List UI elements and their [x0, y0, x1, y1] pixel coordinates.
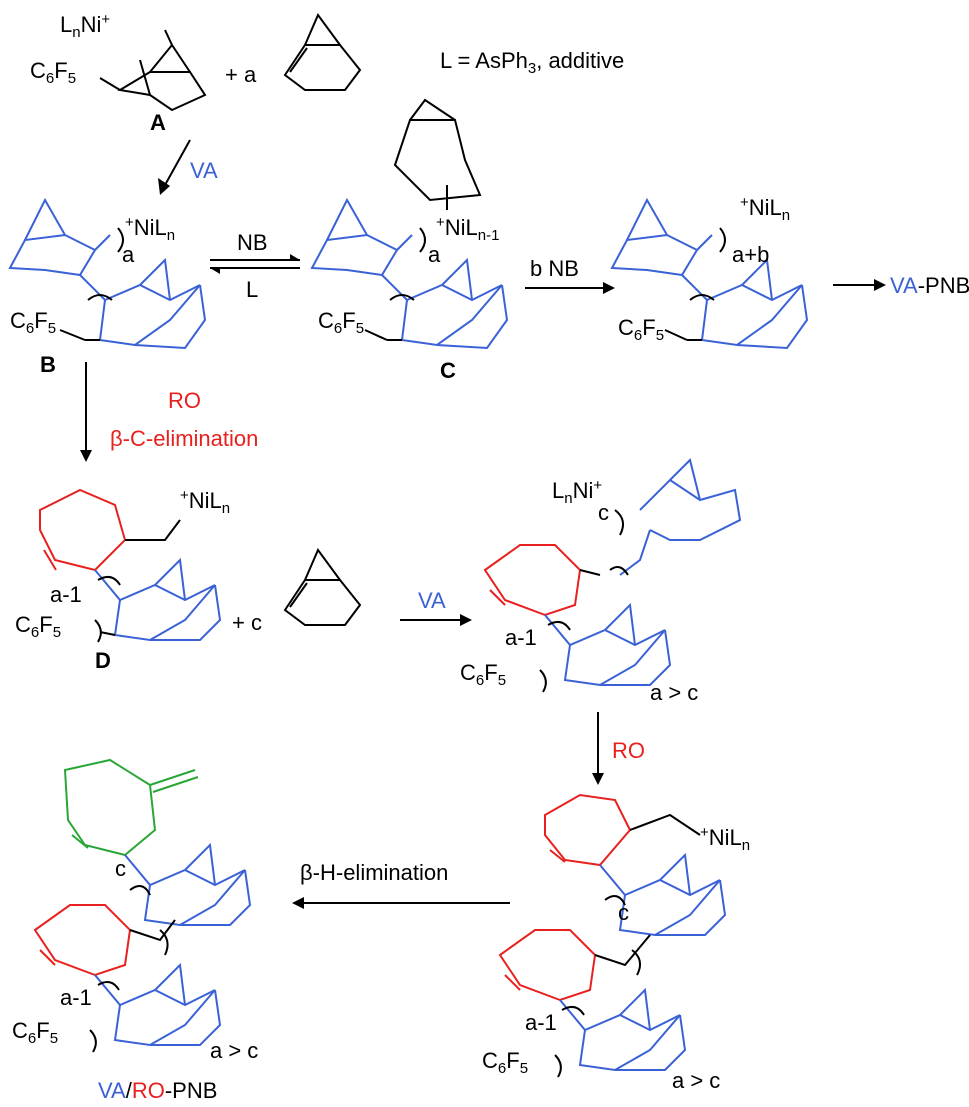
- label-B: B: [40, 352, 56, 377]
- norbornene-2: [283, 548, 362, 626]
- F-a-minus-1: a-1: [525, 1010, 557, 1035]
- final-c6f5-label: C6F5: [12, 1018, 58, 1047]
- B-c6f5-label: C6F5: [10, 308, 56, 337]
- B-a: a: [122, 242, 135, 267]
- E-a-gt-c: a > c: [650, 680, 698, 705]
- compound-B: +NiLn a C6F5 B: [8, 197, 207, 377]
- product-va-pnb: VA-PNB: [890, 273, 969, 298]
- arrow-beta-c-label: β-C-elimination: [110, 426, 258, 451]
- arrow-ro-label-1: RO: [168, 388, 201, 413]
- arrow-va-label-2: VA: [418, 588, 446, 613]
- arrow-beta-h-label: β-H-elimination: [300, 860, 448, 885]
- label-C: C: [440, 358, 456, 383]
- A-c6f5-label: C6F5: [30, 58, 76, 87]
- compound-final: c a-1 C6F5 a > c: [12, 758, 258, 1063]
- E-ni-label: LnNi+: [552, 477, 602, 507]
- final-product-label: VA/RO-PNB: [98, 1078, 217, 1103]
- plus-a: + a: [225, 62, 257, 87]
- B-ni-label: +NiLn: [125, 214, 175, 244]
- D-c6f5-label: C6F5: [15, 612, 61, 641]
- D-a-minus-1: a-1: [50, 582, 82, 607]
- arrow-nb-label: NB: [237, 230, 268, 255]
- E-c6f5-label: C6F5: [460, 660, 506, 689]
- arrow-bnb-label: b NB: [530, 256, 579, 281]
- label-D: D: [95, 648, 111, 673]
- F-a-gt-c: a > c: [672, 1068, 720, 1093]
- compound-D: +NiLn a-1 C6F5 D: [15, 487, 230, 673]
- prop-c6f5-label: C6F5: [618, 315, 664, 344]
- norbornene-1: [283, 13, 362, 91]
- prop-ni-label: +NiLn: [740, 194, 790, 224]
- C-ni-label: +NiLn-1: [436, 214, 499, 244]
- final-a-gt-c: a > c: [210, 1038, 258, 1063]
- compound-E: LnNi+ c a-1 C6F5 a > c: [460, 458, 742, 705]
- C-a: a: [428, 242, 441, 267]
- label-A: A: [150, 110, 166, 135]
- arrow-ro-label-2: RO: [612, 738, 645, 763]
- E-c: c: [598, 500, 609, 525]
- A-ni-label: LnNi+: [60, 11, 110, 41]
- prop-a-plus-b: a+b: [732, 242, 769, 267]
- compound-propagated: +NiLn a+b C6F5: [610, 194, 809, 350]
- final-a-minus-1: a-1: [60, 985, 92, 1010]
- compound-C: +NiLn-1 a C6F5 C: [310, 98, 509, 383]
- compound-F: +NiLn c a-1 C6F5 a > c: [482, 793, 750, 1093]
- F-c: c: [618, 900, 629, 925]
- arrow-l-label: L: [246, 277, 258, 302]
- ligand-definition: L = AsPh3, additive: [440, 48, 624, 77]
- F-c6f5-label: C6F5: [482, 1048, 528, 1077]
- E-a-minus-1: a-1: [505, 625, 537, 650]
- D-ni-label: +NiLn: [180, 487, 230, 517]
- C-c6f5-label: C6F5: [318, 308, 364, 337]
- F-ni-label: +NiLn: [700, 824, 750, 854]
- arrow-va-label-1: VA: [190, 158, 218, 183]
- final-c: c: [115, 856, 126, 881]
- compound-A: LnNi+ C6F5 A: [30, 11, 207, 135]
- plus-c: + c: [232, 610, 262, 635]
